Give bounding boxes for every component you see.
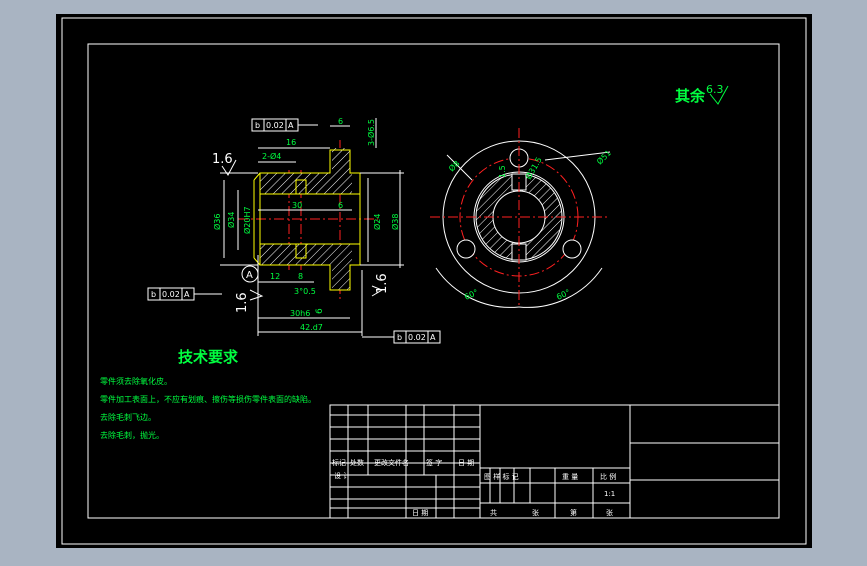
tb-mark: 标记 [332, 458, 346, 467]
dim-30h6: 30h6 [290, 309, 310, 318]
dim-2x4: 2-Ø4 [262, 151, 281, 161]
svg-text:A: A [288, 121, 294, 130]
dim-8: 8 [298, 272, 303, 281]
tb-change-doc: 更改文件名 [374, 458, 409, 467]
tolerance-frame-left: b 0.02 A [147, 287, 222, 301]
outer-border [61, 17, 807, 545]
tb-date: 日 期 [412, 509, 428, 517]
dim-d20h7: Ø20H7 [242, 206, 252, 234]
tolerance-frame-bottom: b 0.02 A [362, 330, 441, 344]
dim-d34: Ø34 [226, 212, 236, 228]
tb-count: 处数 [350, 458, 364, 467]
dim-12: 12 [270, 272, 280, 281]
tb-design: 设 计 [334, 471, 350, 480]
side-dim-15: 1.5 [498, 165, 507, 178]
dim-6-mid: 6 [338, 201, 343, 210]
tech-title: 技术要求 [178, 348, 239, 366]
tb-scale: 1:1 [604, 490, 615, 498]
tech-item-1: 零件须去除氧化皮。 [100, 376, 172, 386]
tb-total: 共 [490, 508, 497, 517]
tech-item-3: 去除毛刺飞边。 [100, 412, 156, 422]
drawing-sheet [56, 14, 812, 548]
svg-text:b: b [255, 121, 260, 130]
roughness-bottom-left-icon [249, 289, 264, 301]
tb-date-label: 日 期 [458, 459, 474, 467]
roughness-right: 1.6 [375, 273, 390, 294]
svg-text:A: A [430, 333, 436, 342]
svg-text:0.02: 0.02 [162, 290, 180, 299]
dim-d38: Ø38 [390, 214, 400, 230]
tech-item-2: 零件加工表面上，不应有划痕、擦伤等损伤零件表面的缺陷。 [100, 394, 316, 404]
roughness-top-left: 1.6 [212, 152, 233, 167]
dim-6-bot: 6 [315, 308, 325, 314]
roughness-right-icon [371, 285, 384, 297]
svg-text:0.02: 0.02 [408, 333, 426, 342]
svg-text:A: A [184, 290, 190, 299]
dim-3x65: 3-Ø6.5 [366, 119, 376, 146]
tolerance-frame-top: b 0.02 A [251, 118, 318, 132]
roughness-bottom-left: 1.6 [235, 292, 250, 313]
roughness-note-value: 6.3 [706, 83, 724, 96]
side-view: Ø8 1.5 Ø31.5 Ø51 60° 60° [430, 128, 613, 308]
tech-item-4: 去除毛刺，抛光。 [100, 430, 164, 440]
dim-d24: Ø24 [372, 214, 382, 230]
dim-3x05: 3°0.5 [294, 287, 316, 296]
tb-sheet-no: 第 [570, 508, 577, 517]
dim-30: 30 [292, 201, 302, 210]
tb-weight: 重 量 [562, 473, 578, 481]
title-block: 标记 处数 更改文件名 签 字 日 期 设 计 日 期 图 样 标 记 重 量 … [329, 404, 780, 519]
roughness-note-label: 其余 [675, 87, 706, 105]
roughness-top-left-icon [221, 159, 237, 176]
roughness-symbol-icon [709, 85, 729, 105]
dim-16: 16 [286, 138, 296, 147]
tb-sheets-2: 张 [606, 508, 613, 517]
tb-sign: 签 字 [426, 458, 442, 467]
datum-letter: A [246, 270, 253, 281]
svg-text:0.02: 0.02 [266, 121, 284, 130]
svg-text:b: b [397, 333, 402, 342]
front-view: 6 16 2-Ø4 3-Ø6.5 30 6 Ø36 Ø34 Ø20H7 Ø24 … [147, 117, 441, 344]
datum-circle [241, 265, 259, 283]
tb-sheets-1: 张 [532, 508, 539, 517]
svg-text:b: b [151, 290, 156, 299]
dim-42d7: 42.d7 [300, 323, 323, 332]
dim-d36: Ø36 [212, 214, 222, 230]
tb-scale-label: 比 例 [600, 472, 616, 481]
dim-6-top: 6 [338, 117, 343, 126]
tb-stage-mark: 图 样 标 记 [484, 472, 519, 481]
